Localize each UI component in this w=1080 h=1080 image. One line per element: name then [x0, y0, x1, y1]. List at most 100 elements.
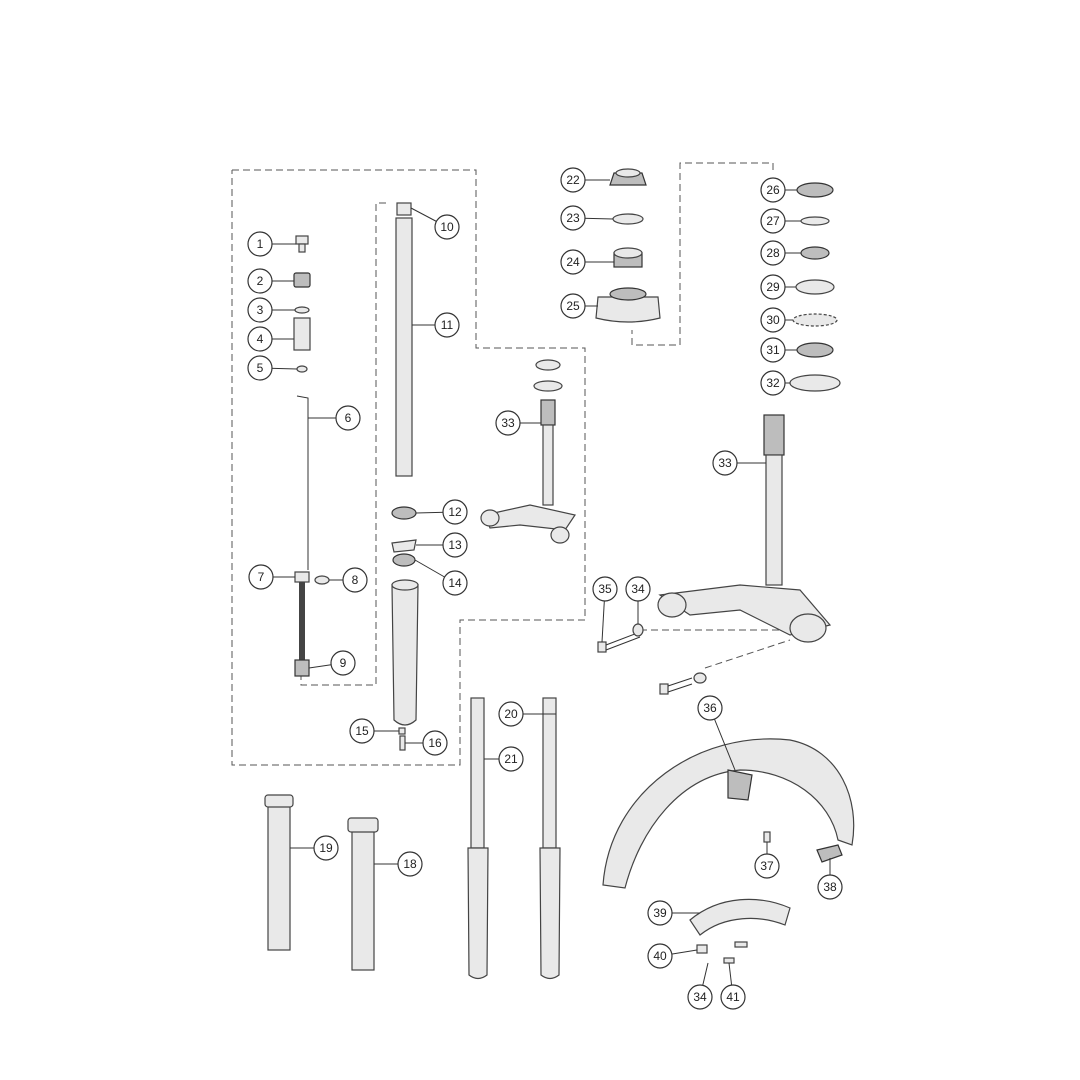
bolt-16: [399, 735, 406, 751]
callout-30: 30: [760, 307, 786, 333]
lower-leg-18: [347, 817, 379, 971]
callout-2: 2: [247, 268, 273, 294]
callout-8: 8: [342, 567, 368, 593]
callout-label: 2: [257, 274, 264, 288]
callout-label: 16: [428, 736, 442, 750]
callout-34: 34: [625, 576, 651, 602]
callout-label: 7: [258, 570, 265, 584]
callout-label: 8: [352, 573, 359, 587]
callout-21: 21: [498, 746, 524, 772]
callout-40: 40: [647, 943, 673, 969]
callout-label: 13: [448, 538, 462, 552]
fender-bracket: [727, 769, 753, 801]
callout-37: 37: [754, 853, 780, 879]
lower-leg-19: [264, 794, 294, 951]
callout-33: 33: [712, 450, 738, 476]
callout-27: 27: [760, 208, 786, 234]
callout-5: 5: [247, 355, 273, 381]
fork-bolt-1: [295, 235, 309, 253]
fork-assembly-20: [539, 697, 561, 980]
callout-18: 18: [397, 851, 423, 877]
callout-label: 29: [766, 280, 780, 294]
bolt-axis-line-2: [704, 639, 791, 669]
cap-25: [595, 287, 661, 323]
callout-38: 38: [817, 874, 843, 900]
callout-label: 5: [257, 361, 264, 375]
callout-33: 33: [495, 410, 521, 436]
callout-label: 26: [766, 183, 780, 197]
callout-label: 40: [653, 949, 667, 963]
callout-label: 14: [448, 576, 462, 590]
callout-label: 35: [598, 582, 612, 596]
bearing-group-boundary: [631, 162, 774, 346]
nut-40: [696, 944, 708, 954]
callout-label: 6: [345, 411, 352, 425]
clip-38: [816, 844, 843, 863]
bolt-35: [597, 631, 641, 653]
spring-9: [294, 659, 310, 677]
front-fender-36: [602, 738, 855, 889]
callout-35: 35: [592, 576, 618, 602]
callout-23: 23: [560, 205, 586, 231]
callout-label: 3: [257, 303, 264, 317]
inner-tube-11: [395, 217, 413, 477]
outer-leg-top: [391, 579, 419, 591]
callout-39: 39: [647, 900, 673, 926]
callout-19: 19: [313, 835, 339, 861]
callout-label: 24: [566, 255, 580, 269]
washer-5: [296, 365, 308, 373]
callout-label: 33: [501, 416, 515, 430]
callout-label: 30: [766, 313, 780, 327]
steering-stem-33: [657, 414, 832, 643]
callout-28: 28: [760, 240, 786, 266]
callout-label: 18: [403, 857, 417, 871]
clip-13: [391, 539, 417, 553]
callout-label: 10: [440, 220, 454, 234]
callout-32: 32: [760, 370, 786, 396]
fork-spring-6: [296, 395, 309, 570]
steering-stem-33-small: [480, 359, 576, 544]
callout-label: 15: [355, 724, 369, 738]
ring-8: [314, 575, 330, 585]
callout-label: 34: [631, 582, 645, 596]
screw-37: [763, 831, 771, 843]
callout-12: 12: [442, 499, 468, 525]
callout-label: 28: [766, 246, 780, 260]
callout-31: 31: [760, 337, 786, 363]
fender-brace-39: [689, 898, 791, 936]
callout-label: 11: [441, 318, 454, 332]
callout-label: 9: [340, 656, 347, 670]
seal-12: [391, 506, 417, 520]
callout-13: 13: [442, 532, 468, 558]
callout-3: 3: [247, 297, 273, 323]
callout-29: 29: [760, 274, 786, 300]
washer-3: [294, 306, 310, 314]
bolt-41b: [723, 957, 735, 964]
inner-tube-boundary: [300, 202, 386, 686]
callout-25: 25: [560, 293, 586, 319]
callout-41: 41: [720, 984, 746, 1010]
washer-34: [632, 623, 644, 637]
spacer-4: [293, 317, 311, 351]
callout-26: 26: [760, 177, 786, 203]
callout-label: 12: [448, 505, 462, 519]
fork-assembly-21: [467, 697, 489, 980]
adjust-nut-24: [613, 247, 643, 268]
callout-label: 4: [257, 332, 264, 346]
callout-label: 20: [504, 707, 518, 721]
callout-label: 39: [653, 906, 667, 920]
rod-top-7: [294, 571, 310, 583]
callout-label: 31: [766, 343, 780, 357]
callout-11: 11: [434, 312, 460, 338]
washer-23: [612, 213, 644, 225]
callout-24: 24: [560, 249, 586, 275]
callout-22: 22: [560, 167, 586, 193]
callout-label: 36: [703, 701, 717, 715]
callout-1: 1: [247, 231, 273, 257]
bolt-41a: [734, 941, 748, 948]
callout-15: 15: [349, 718, 375, 744]
callout-34: 34: [687, 984, 713, 1010]
callout-20: 20: [498, 701, 524, 727]
